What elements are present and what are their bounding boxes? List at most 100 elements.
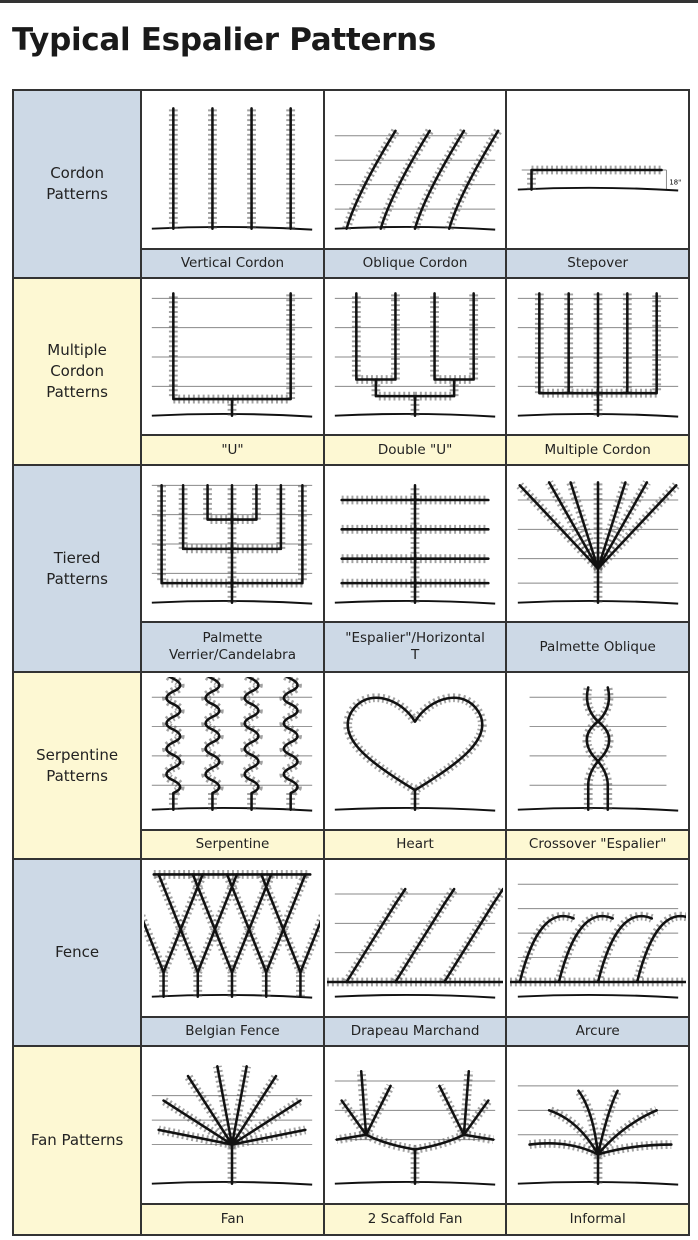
branch: [518, 914, 575, 984]
branch: [596, 483, 678, 570]
branch: [462, 1069, 471, 1137]
foliage: [454, 292, 479, 384]
branch: [182, 483, 234, 550]
pattern-cell: Double "U": [322, 277, 508, 466]
branch: [596, 914, 653, 984]
heart-pattern-illustration: [334, 693, 496, 812]
pattern-caption: Drapeau Marchand: [324, 1016, 506, 1045]
branch: [231, 483, 259, 521]
pattern-cell: Drapeau Marchand: [322, 858, 508, 1047]
branch: [557, 914, 614, 984]
drapeau-pattern-illustration: [327, 886, 504, 999]
branch: [283, 677, 300, 811]
pattern-caption: Heart: [324, 829, 506, 858]
foliage: [296, 911, 321, 974]
pattern-cell: 2 Scaffold Fan: [322, 1045, 508, 1236]
category-label: Multiple Cordon Patterns: [11, 277, 143, 466]
pattern-cell: Palmette Verrier/Candelabra: [140, 464, 325, 673]
pattern-image: [324, 1047, 506, 1203]
branch: [165, 677, 182, 811]
pattern-cell: Arcure: [505, 858, 690, 1047]
pattern-caption: Double "U": [324, 434, 506, 464]
category-label: Fence: [11, 858, 143, 1047]
foliage: [232, 484, 308, 588]
branch: [529, 168, 663, 191]
branch: [364, 1133, 417, 1151]
category-label: Tiered Patterns: [11, 464, 143, 673]
multi-pattern-illustration: [517, 291, 678, 418]
pattern-image: [142, 91, 323, 248]
branch: [172, 291, 234, 417]
pattern-caption: "Espalier"/Horizontal T: [324, 621, 506, 671]
pattern-image: [142, 1047, 323, 1203]
branch: [364, 1084, 392, 1137]
branch: [355, 291, 417, 417]
pattern-caption: Palmette Verrier/Candelabra: [142, 621, 323, 671]
belgian-pattern-illustration: [144, 870, 321, 999]
branch: [231, 1074, 278, 1146]
branch: [413, 1133, 466, 1151]
branch: [576, 1089, 599, 1156]
foliage: [342, 128, 400, 230]
pattern-cell: Vertical Cordon: [140, 89, 325, 279]
foliage: [144, 911, 169, 997]
branch: [162, 873, 205, 974]
pattern-cell: Belgian Fence: [140, 858, 325, 1047]
branch: [452, 291, 476, 381]
foliage: [574, 1088, 603, 1155]
pattern-cell: 18" Stepover: [505, 89, 690, 279]
branch: [596, 480, 627, 570]
branch: [596, 1143, 673, 1156]
pattern-cell: Informal: [505, 1045, 690, 1236]
branch: [335, 1133, 368, 1141]
arcure-pattern-illustration: [509, 883, 686, 999]
branch: [527, 1142, 599, 1156]
pattern-cell: Serpentine: [140, 671, 325, 860]
u-pattern-illustration: [152, 291, 313, 418]
branch: [231, 1065, 249, 1146]
branch: [187, 1074, 234, 1146]
branch: [438, 1084, 466, 1137]
branch: [360, 1069, 368, 1137]
branch: [585, 686, 611, 811]
pattern-row: Multiple Cordon Patterns"U"Double "U"Mul…: [11, 277, 690, 466]
serpentine-pattern-illustration: [152, 677, 313, 812]
pattern-caption: Multiple Cordon: [507, 434, 688, 464]
branch: [492, 887, 504, 906]
branch: [231, 873, 273, 974]
branch: [374, 291, 397, 381]
branch: [231, 1128, 308, 1146]
vertical-pattern-illustration: [152, 106, 313, 231]
pattern-image: [324, 466, 506, 621]
pattern-image: [507, 673, 688, 829]
pattern-cell: Heart: [322, 671, 508, 860]
branch: [243, 677, 261, 811]
branch: [413, 291, 456, 397]
pattern-caption: Serpentine: [142, 829, 323, 858]
pattern-cell: Oblique Cordon: [322, 89, 508, 279]
category-label: Fan Patterns: [11, 1045, 143, 1236]
branch: [443, 902, 495, 984]
pattern-image: [142, 279, 323, 434]
pattern-caption: Oblique Cordon: [324, 248, 506, 277]
pattern-caption: Palmette Oblique: [507, 621, 688, 671]
stepover-pattern-illustration: 18": [517, 165, 681, 192]
foliage: [232, 292, 296, 403]
pattern-cell: Multiple Cordon: [505, 277, 690, 466]
branch: [379, 129, 432, 230]
pattern-image: [507, 1047, 688, 1203]
pattern-image: [324, 673, 506, 829]
doubleu-pattern-illustration: [334, 291, 496, 418]
informal-pattern-illustration: [517, 1085, 678, 1186]
pattern-caption: 2 Scaffold Fan: [324, 1203, 506, 1234]
branch: [231, 483, 283, 550]
pattern-caption: Stepover: [507, 248, 688, 277]
branch: [569, 480, 599, 570]
branch: [299, 919, 321, 974]
foliage: [526, 165, 662, 190]
branch: [547, 1109, 599, 1156]
branch: [346, 696, 484, 792]
